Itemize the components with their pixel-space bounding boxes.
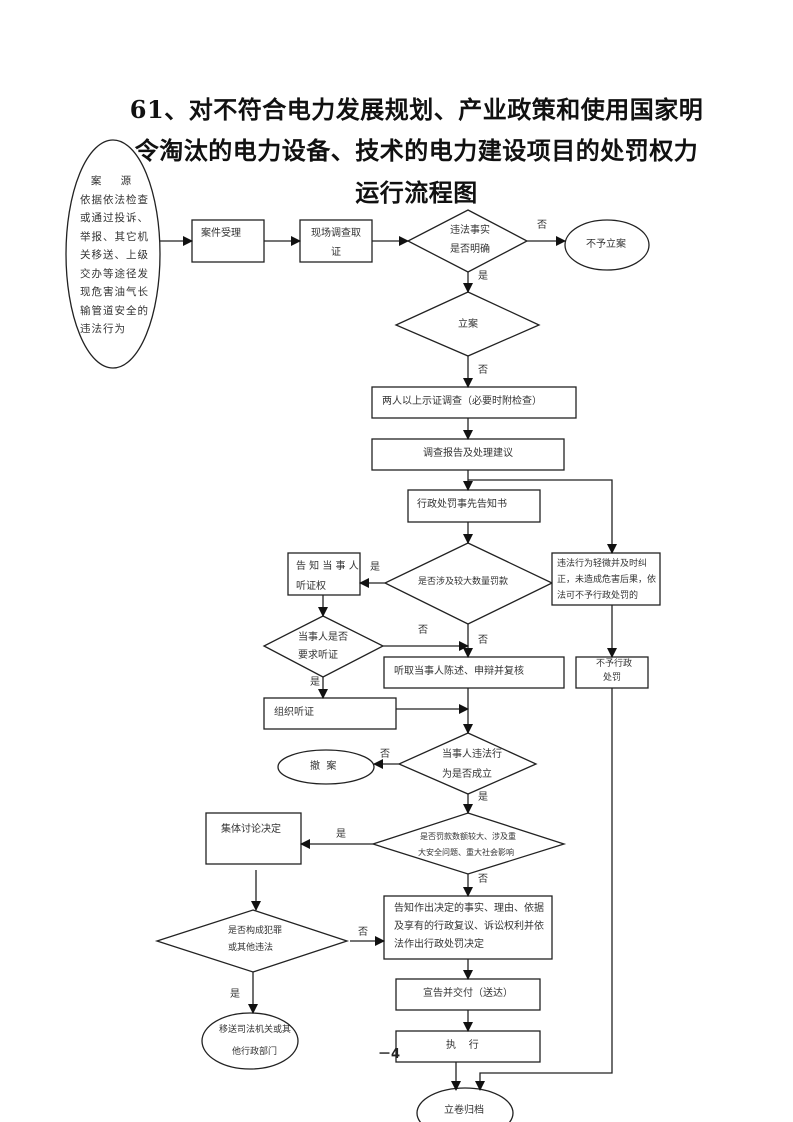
- page-title-line-1: 61、对不符合电力发展规划、产业政策和使用国家明: [129, 95, 704, 124]
- two-person-investigation-box: [371, 386, 577, 419]
- crime-check-label-1: 是否构成犯罪: [228, 926, 283, 936]
- notify-hearing-label-2: 听证权: [296, 581, 326, 592]
- no-penalty-box: [575, 656, 649, 689]
- file-case-label: 立案: [458, 319, 478, 330]
- page-title-line-3: 运行流程图: [355, 178, 478, 207]
- fact-clear-label-2: 是否明确: [450, 244, 490, 255]
- edge-label-yes: 是: [310, 677, 320, 688]
- major-case-diamond: [370, 812, 567, 875]
- two-person-investigation-label: 两人以上示证调查（必要时附检查）: [382, 396, 542, 407]
- edge-label-no: 否: [418, 625, 428, 636]
- execute-label: 执 行: [446, 1040, 479, 1051]
- minor-violation-box: [551, 552, 661, 606]
- violation-established-diamond: [397, 732, 538, 795]
- site-investigation-label: 现场调查取证: [311, 228, 361, 258]
- crime-check-diamond: [154, 909, 350, 973]
- no-case-label: 不予立案: [586, 239, 626, 250]
- edge-label-yes: 是: [336, 829, 346, 840]
- major-case-label-2: 大安全问题、重大社会影响: [418, 848, 514, 857]
- collective-decision-label: 集体讨论决定: [221, 824, 281, 835]
- prior-notice-label: 行政处罚事先告知书: [417, 499, 507, 510]
- edge-label-no: 否: [380, 749, 390, 760]
- source-description: 依据依法检查或通过投诉、举报、其它机关移送、上级交办等途径发现危害油气长输管道安…: [80, 193, 149, 336]
- case-accept-box: [191, 219, 265, 263]
- notify-decision-label: 告知作出决定的事实、理由、依据及享有的行政复议、诉讼权利并依法作出行政处罚决定: [394, 903, 544, 950]
- source-ellipse: [65, 139, 161, 369]
- crime-check-label-2: 或其他违法: [228, 943, 274, 953]
- edge-report-to-minor: [468, 479, 617, 554]
- hear-statement-box: [383, 656, 565, 689]
- edge-label-yes: 是: [478, 792, 488, 803]
- page-title-line-2: 令淘汰的电力设备、技术的电力建设项目的处罚权力: [134, 136, 699, 165]
- edge-label-no: 否: [478, 874, 488, 885]
- site-investigation-box: [299, 219, 373, 263]
- edge-label-no: 否: [478, 635, 488, 646]
- fact-clear-diamond: [406, 209, 529, 273]
- no-penalty-label-1: 不予行政: [596, 659, 633, 669]
- connectors: [160, 236, 617, 1091]
- fact-clear-label-1: 违法事实: [450, 225, 490, 236]
- edge-label-yes: 是: [478, 271, 488, 282]
- archive-label: 立卷归档: [444, 1105, 484, 1116]
- violation-established-label-2: 为是否成立: [442, 769, 492, 780]
- organize-hearing-label: 组织听证: [274, 707, 314, 718]
- report-label: 调查报告及处理建议: [423, 448, 513, 459]
- edge-label-yes: 是: [230, 989, 240, 1000]
- collective-decision-box: [205, 812, 302, 865]
- withdraw-label: 撤 案: [310, 761, 337, 772]
- edge-label-no: 否: [478, 365, 488, 376]
- edge-label-no: 否: [358, 927, 368, 938]
- transfer-label-1: 移送司法机关或其: [219, 1025, 292, 1035]
- request-hearing-diamond: [262, 615, 385, 678]
- source-text: 案 源 依据依法检查或通过投诉、举报、其它机关移送、上级交办等途径发现危害油气长…: [80, 172, 150, 339]
- report-box: [371, 438, 565, 471]
- edge-label-yes: 是: [370, 562, 380, 573]
- edge-label-no: 否: [537, 220, 547, 231]
- hear-statement-label: 听取当事人陈述、申辩并复核: [394, 666, 524, 677]
- major-case-label-1: 是否罚款数额较大、涉及重: [420, 832, 516, 841]
- request-hearing-label-2: 要求听证: [298, 650, 338, 661]
- prior-notice-box: [407, 489, 541, 523]
- violation-established-label-1: 当事人违法行: [442, 749, 502, 760]
- no-penalty-label-2: 处罚: [603, 673, 622, 683]
- notify-hearing-label-1: 告 知 当 事 人: [296, 561, 359, 572]
- case-accept-label: 案件受理: [201, 228, 241, 239]
- request-hearing-label-1: 当事人是否: [298, 632, 348, 643]
- page-number: －4: [378, 1047, 401, 1062]
- large-fine-label: 是否涉及较大数量罚款: [418, 577, 509, 587]
- transfer-label-2: 他行政部门: [232, 1047, 278, 1057]
- minor-violation-label: 违法行为轻微并及时纠正，未造成危害后果，依法可不予行政处罚的: [557, 559, 657, 601]
- source-heading: 案 源: [90, 175, 140, 187]
- notify-hearing-box: [287, 552, 361, 596]
- organize-hearing-box: [263, 697, 397, 730]
- archive-ellipse: [416, 1087, 514, 1122]
- announce-label: 宣告并交付（送达）: [423, 988, 513, 999]
- transfer-ellipse: [201, 1012, 299, 1070]
- edge-nopenalty-to-archive: [475, 688, 613, 1091]
- announce-box: [395, 978, 541, 1011]
